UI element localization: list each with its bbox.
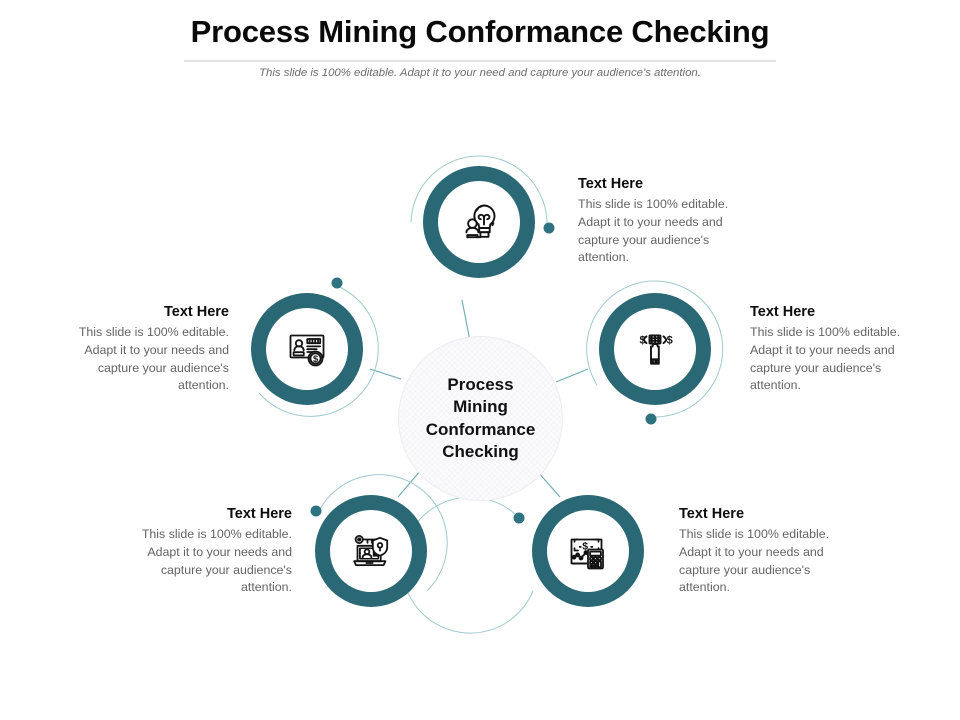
node-left[interactable]: $ — [251, 293, 363, 405]
node-bottom-left-body: This slide is 100% editable. Adapt it to… — [141, 527, 292, 595]
node-right-title: Text Here — [750, 304, 816, 320]
node-left-inner: $ — [266, 308, 348, 390]
node-bottom-left-textblock: Text Here This slide is 100% editable. A… — [120, 506, 292, 597]
hand-money-icon: $ $ — [630, 324, 680, 374]
node-right-textblock: Text Here This slide is 100% editable. A… — [750, 304, 922, 395]
connector-to-right — [555, 368, 589, 383]
node-right-inner: $ $ — [614, 308, 696, 390]
slide-header: Process Mining Conformance Checking This… — [0, 0, 960, 79]
node-top-body: This slide is 100% editable. Adapt it to… — [578, 197, 729, 265]
connector-to-top — [461, 299, 471, 342]
node-bottom-right[interactable]: $ — [532, 495, 644, 607]
node-bottom-left-inner — [330, 510, 412, 592]
node-bottom-right-body: This slide is 100% editable. Adapt it to… — [679, 527, 830, 595]
chart-calculator-icon: $ — [563, 526, 613, 576]
arc-dot-right — [645, 413, 657, 425]
arc-dot-top — [543, 222, 555, 234]
node-top-title: Text Here — [578, 176, 644, 192]
node-top-inner — [438, 181, 520, 263]
svg-text:$: $ — [640, 335, 646, 347]
arc-dot-left — [331, 277, 343, 289]
slide-subtitle: This slide is 100% editable. Adapt it to… — [259, 66, 701, 79]
node-left-body: This slide is 100% editable. Adapt it to… — [78, 325, 229, 393]
center-hub-label: Process Mining Conformance Checking — [425, 374, 536, 461]
node-bottom-right-textblock: Text Here This slide is 100% editable. A… — [679, 506, 851, 597]
node-bottom-left[interactable] — [315, 495, 427, 607]
svg-text:$: $ — [313, 353, 319, 364]
lightbulb-coins-icon — [454, 197, 504, 247]
center-hub: Process Mining Conformance Checking — [398, 336, 563, 501]
svg-text:$: $ — [667, 335, 673, 347]
connector-to-left — [369, 368, 402, 380]
arc-dot-bottom-right — [513, 512, 525, 524]
node-bottom-left-title: Text Here — [226, 506, 292, 522]
node-right-body: This slide is 100% editable. Adapt it to… — [750, 325, 901, 393]
connector-to-bottom-left — [397, 469, 422, 498]
id-card-dollar-icon: $ — [282, 324, 332, 374]
node-bottom-right-title: Text Here — [679, 506, 745, 522]
node-top-textblock: Text Here This slide is 100% editable. A… — [578, 176, 750, 267]
node-bottom-right-inner: $ — [547, 510, 629, 592]
node-top[interactable] — [423, 166, 535, 278]
node-left-title: Text Here — [163, 304, 229, 320]
svg-text:$: $ — [582, 540, 588, 552]
laptop-security-icon — [346, 526, 396, 576]
node-right[interactable]: $ $ — [599, 293, 711, 405]
node-left-textblock: Text Here This slide is 100% editable. A… — [57, 304, 229, 395]
title-divider — [184, 59, 776, 62]
page-title: Process Mining Conformance Checking — [190, 14, 770, 49]
